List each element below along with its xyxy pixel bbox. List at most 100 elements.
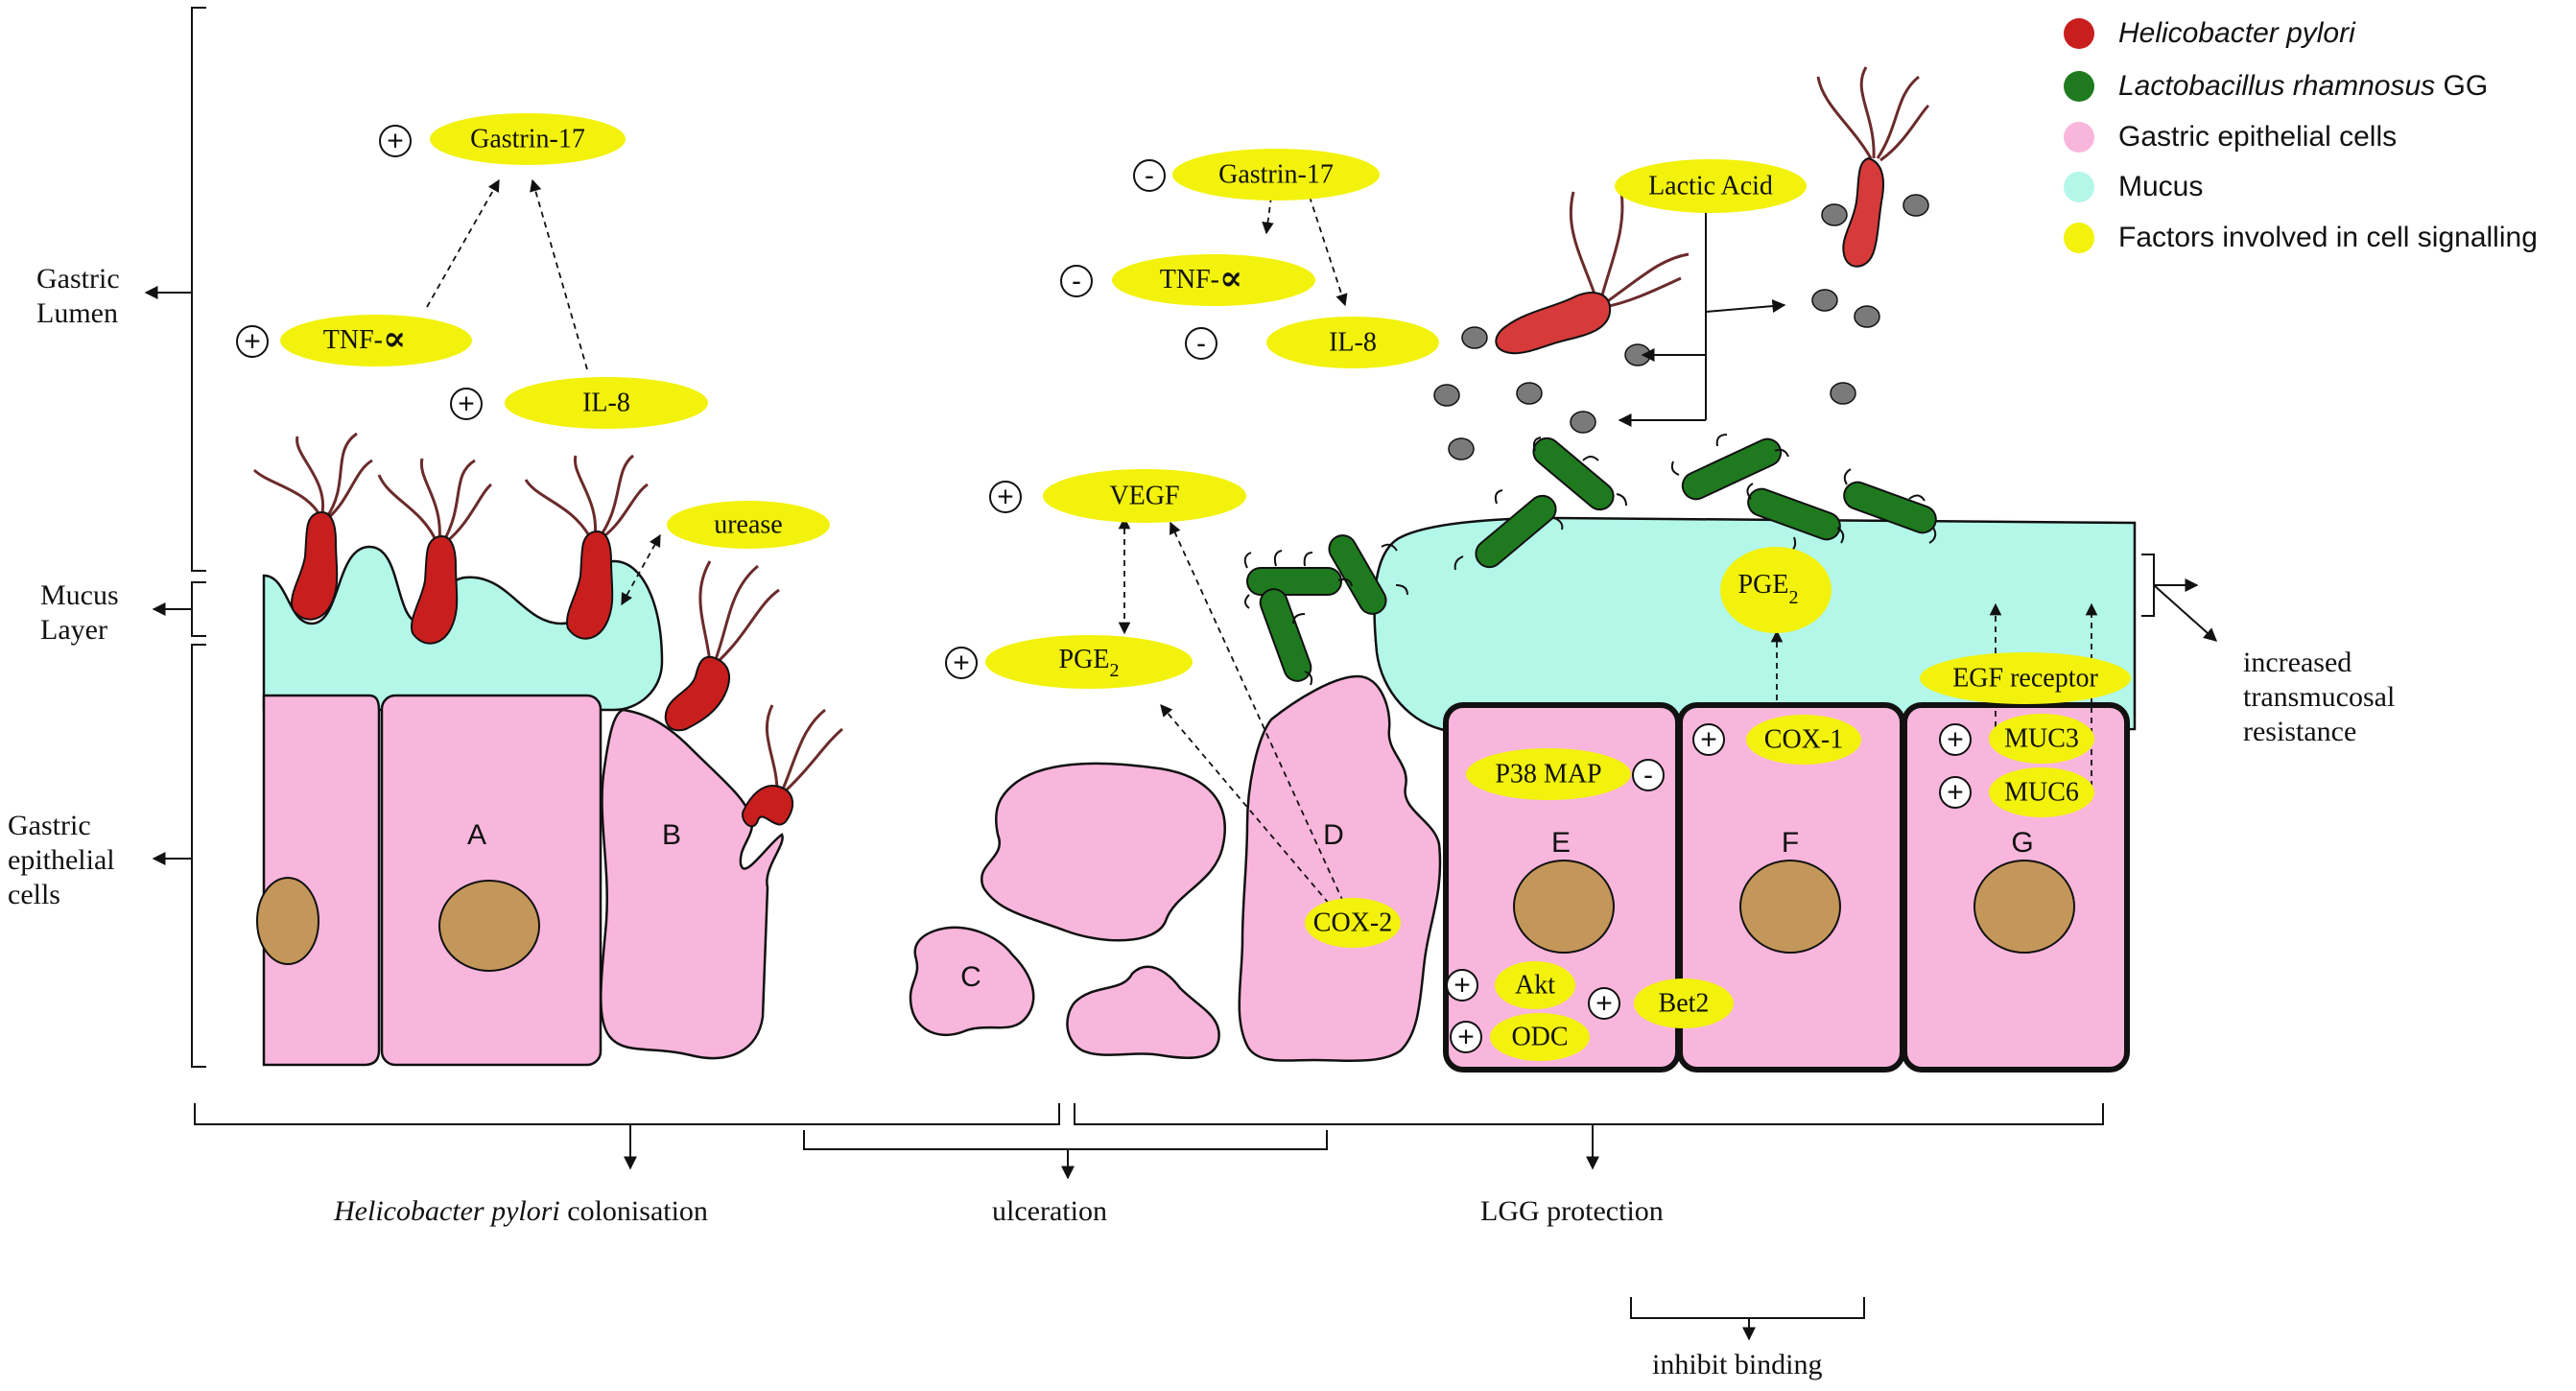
p38-ellipse <box>1466 748 1631 800</box>
akt-label: Akt <box>1515 970 1555 1000</box>
plus-sign-circle <box>1450 1021 1482 1053</box>
lgg-rod <box>1681 437 1783 501</box>
svg-text:Gastric epithelial cells: Gastric epithelial cells <box>2118 121 2397 153</box>
muc6-ellipse <box>1989 767 2094 817</box>
svg-text:+: + <box>387 126 404 157</box>
legend-swatch-epithelial <box>2064 122 2094 153</box>
plus-sign-circle <box>1446 969 1478 1002</box>
pge2-mucus-ellipse <box>1720 547 1832 633</box>
svg-text:-: - <box>1643 760 1653 791</box>
svg-text:+: + <box>244 326 261 358</box>
cell-debris-1 <box>981 762 1226 942</box>
nucleus-g <box>1973 860 2075 954</box>
h-pylori-cell <box>742 785 794 828</box>
nucleus-f <box>1739 860 1841 954</box>
svg-text:+: + <box>953 648 970 679</box>
svg-text:+: + <box>997 482 1014 513</box>
cox2-label: COX-2 <box>1313 908 1392 937</box>
pge2-left-label: PGE2 <box>1059 645 1120 680</box>
lgg-rod <box>1843 481 1937 534</box>
legend-swatch-mucus <box>2064 172 2094 202</box>
stage-hp-colonisation: Helicobacter pylori colonisation <box>333 1195 708 1227</box>
bet2-label: Bet2 <box>1659 988 1710 1018</box>
stage-brackets <box>194 1103 2104 1341</box>
lgg-rod <box>1246 567 1342 596</box>
muc3-ellipse <box>1989 714 2094 764</box>
plus-sign-circle <box>236 325 269 358</box>
cox2-ellipse <box>1305 898 1401 948</box>
il8-mid-label: IL-8 <box>1329 327 1377 357</box>
cell-d-label: D <box>1323 819 1344 851</box>
lactic-acid-label: Lactic Acid <box>1648 171 1773 200</box>
vegf-ellipse <box>1043 469 1246 523</box>
tnf-mid-ellipse <box>1112 254 1315 306</box>
svg-text:+: + <box>1947 724 1964 756</box>
side-bracket <box>2141 554 2218 642</box>
svg-text:-: - <box>1145 160 1154 192</box>
cell-left-edge <box>262 694 381 1067</box>
cell-e-label: E <box>1551 827 1571 859</box>
plus-sign-circle <box>945 647 978 679</box>
plus-sign-circle <box>379 125 412 157</box>
svg-text:+: + <box>458 389 475 420</box>
cox1-ellipse <box>1746 715 1861 765</box>
stage-ulceration: ulceration <box>992 1195 1107 1227</box>
egf-receptor-label: EGF receptor <box>1952 663 2098 693</box>
mucus-layer-label: Mucus Layer <box>40 579 126 646</box>
muc6-label: MUC6 <box>2004 777 2079 807</box>
plus-sign-circle <box>989 481 1022 513</box>
lgg-rod <box>1475 494 1557 569</box>
side-note: increased transmucosal resistance <box>2243 647 2402 747</box>
cell-f-label: F <box>1782 827 1799 859</box>
stage-lgg-protection: LGG protection <box>1480 1195 1664 1227</box>
stage-inhibit-binding: inhibit binding <box>1652 1349 1823 1380</box>
il8-left-label: IL-8 <box>582 388 630 417</box>
cell-c <box>909 926 1035 1037</box>
legend-swatch-lgg <box>2064 71 2094 102</box>
h-pylori-cell <box>1495 292 1612 355</box>
minus-sign-circle <box>1185 327 1217 360</box>
cell-b-label: B <box>662 819 681 851</box>
egf-receptor-ellipse <box>1920 652 2131 704</box>
cell-a-label: A <box>467 819 486 851</box>
p38-label: P38 MAP <box>1495 759 1601 789</box>
svg-text:Lactobacillus rhamnosus GG: Lactobacillus rhamnosus GG <box>2118 70 2488 102</box>
lgg-rod <box>1532 436 1615 511</box>
nucleus-edge <box>256 877 319 965</box>
plus-sign-circle <box>1939 723 1972 756</box>
legend: Helicobacter pylori Lactobacillus rhamno… <box>2064 17 2538 253</box>
lgg-rod <box>1259 588 1312 682</box>
odc-ellipse <box>1490 1013 1590 1061</box>
lactic-acid-ellipse <box>1615 159 1807 213</box>
svg-text:-: - <box>1072 266 1081 297</box>
bet2-ellipse <box>1634 978 1734 1028</box>
odc-label: ODC <box>1511 1022 1568 1051</box>
gastrin-mid-ellipse <box>1172 149 1380 200</box>
h-pylori-cell <box>566 530 614 640</box>
middle-signals: Gastrin-17 - TNF-∝ - IL-8 - VEGF + PGE2 … <box>945 149 1439 948</box>
tnf-left-ellipse <box>280 315 472 366</box>
left-signals: Gastrin-17 + TNF-∝ + IL-8 + urease <box>236 113 830 606</box>
il8-left-ellipse <box>505 377 708 429</box>
h-pylori-cell <box>1842 156 1885 268</box>
svg-text:+: + <box>1700 724 1717 756</box>
legend-swatch-signal <box>2064 223 2094 253</box>
cell-debris-2 <box>1066 965 1220 1060</box>
svg-text:Factors involved in cell signa: Factors involved in cell signalling <box>2118 222 2538 253</box>
urease-ellipse <box>667 501 830 549</box>
muc3-label: MUC3 <box>2004 723 2079 753</box>
h-pylori-cell <box>664 655 731 732</box>
pge2-left-ellipse <box>985 635 1193 689</box>
nucleus-e <box>1513 860 1615 954</box>
svg-text:+: + <box>1947 777 1964 809</box>
svg-text:+: + <box>1453 970 1471 1002</box>
lgg-fimbriae <box>1243 434 1937 686</box>
plus-sign-circle <box>450 388 483 420</box>
lgg-bacteria <box>1246 436 1937 682</box>
nucleus-a <box>438 880 540 972</box>
svg-text:Mucus: Mucus <box>2118 171 2203 202</box>
minus-sign-circle <box>1133 159 1166 192</box>
minus-sign-circle <box>1632 759 1665 791</box>
lumen-label: Gastric Lumen <box>36 263 127 329</box>
gastrin-left-label: Gastrin-17 <box>470 124 585 153</box>
